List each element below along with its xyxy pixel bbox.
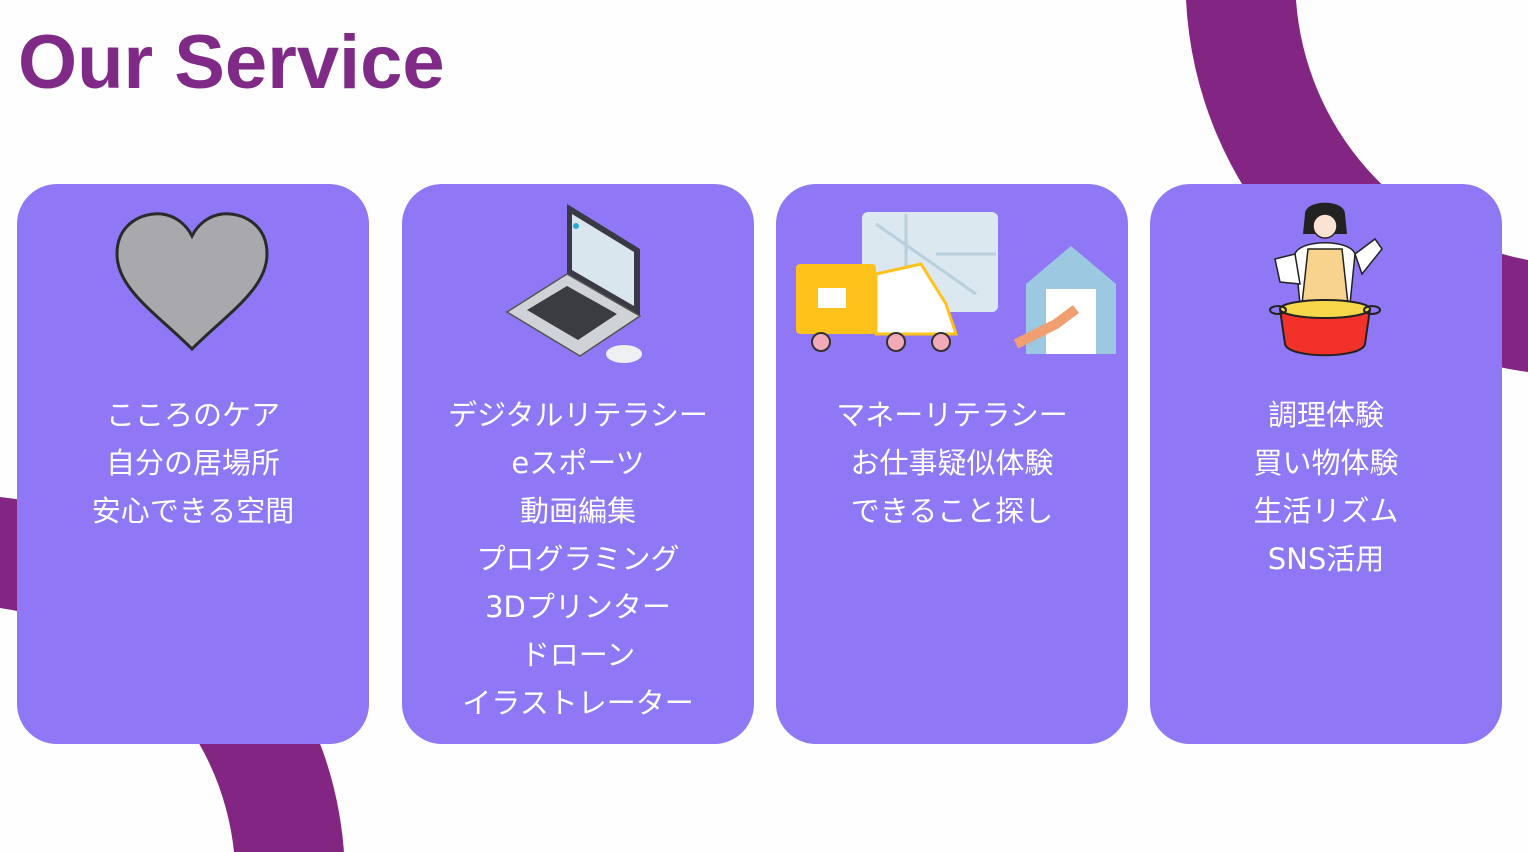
card-line: マネーリテラシー xyxy=(836,398,1068,432)
card-line: 買い物体験 xyxy=(1253,446,1399,480)
card-line: 3Dプリンター xyxy=(485,590,671,624)
card-line: 安心できる空間 xyxy=(91,494,295,528)
card-line: デジタルリテラシー xyxy=(448,398,708,432)
heart-icon xyxy=(115,212,269,352)
card-line: 調理体験 xyxy=(1267,398,1384,432)
card-line: 生活リズム xyxy=(1253,494,1399,528)
service-card-care: こころのケア 自分の居場所 安心できる空間 xyxy=(17,184,369,744)
card-line: できること探し xyxy=(850,494,1054,528)
card-line: プログラミング xyxy=(476,542,680,576)
card-line: 自分の居場所 xyxy=(105,446,280,480)
delivery-truck-icon xyxy=(796,212,1116,354)
card-line: イラストレーター xyxy=(462,686,694,720)
page-title: Our Service xyxy=(18,20,445,105)
laptop-icon xyxy=(505,204,642,363)
service-card-digital: デジタルリテラシー eスポーツ 動画編集 プログラミング 3Dプリンター ドロー… xyxy=(402,184,754,744)
service-card-life: 調理体験 買い物体験 生活リズム SNS活用 xyxy=(1150,184,1502,744)
service-card-work: マネーリテラシー お仕事疑似体験 できること探し xyxy=(776,184,1128,744)
card-line: SNS活用 xyxy=(1267,542,1385,576)
card-line: お仕事疑似体験 xyxy=(850,446,1054,480)
card-line: ドローン xyxy=(520,638,636,672)
card-line: eスポーツ xyxy=(511,446,645,480)
card-line: こころのケア xyxy=(105,398,280,432)
card-line: 動画編集 xyxy=(519,494,636,528)
cooking-person-icon xyxy=(1269,202,1383,357)
